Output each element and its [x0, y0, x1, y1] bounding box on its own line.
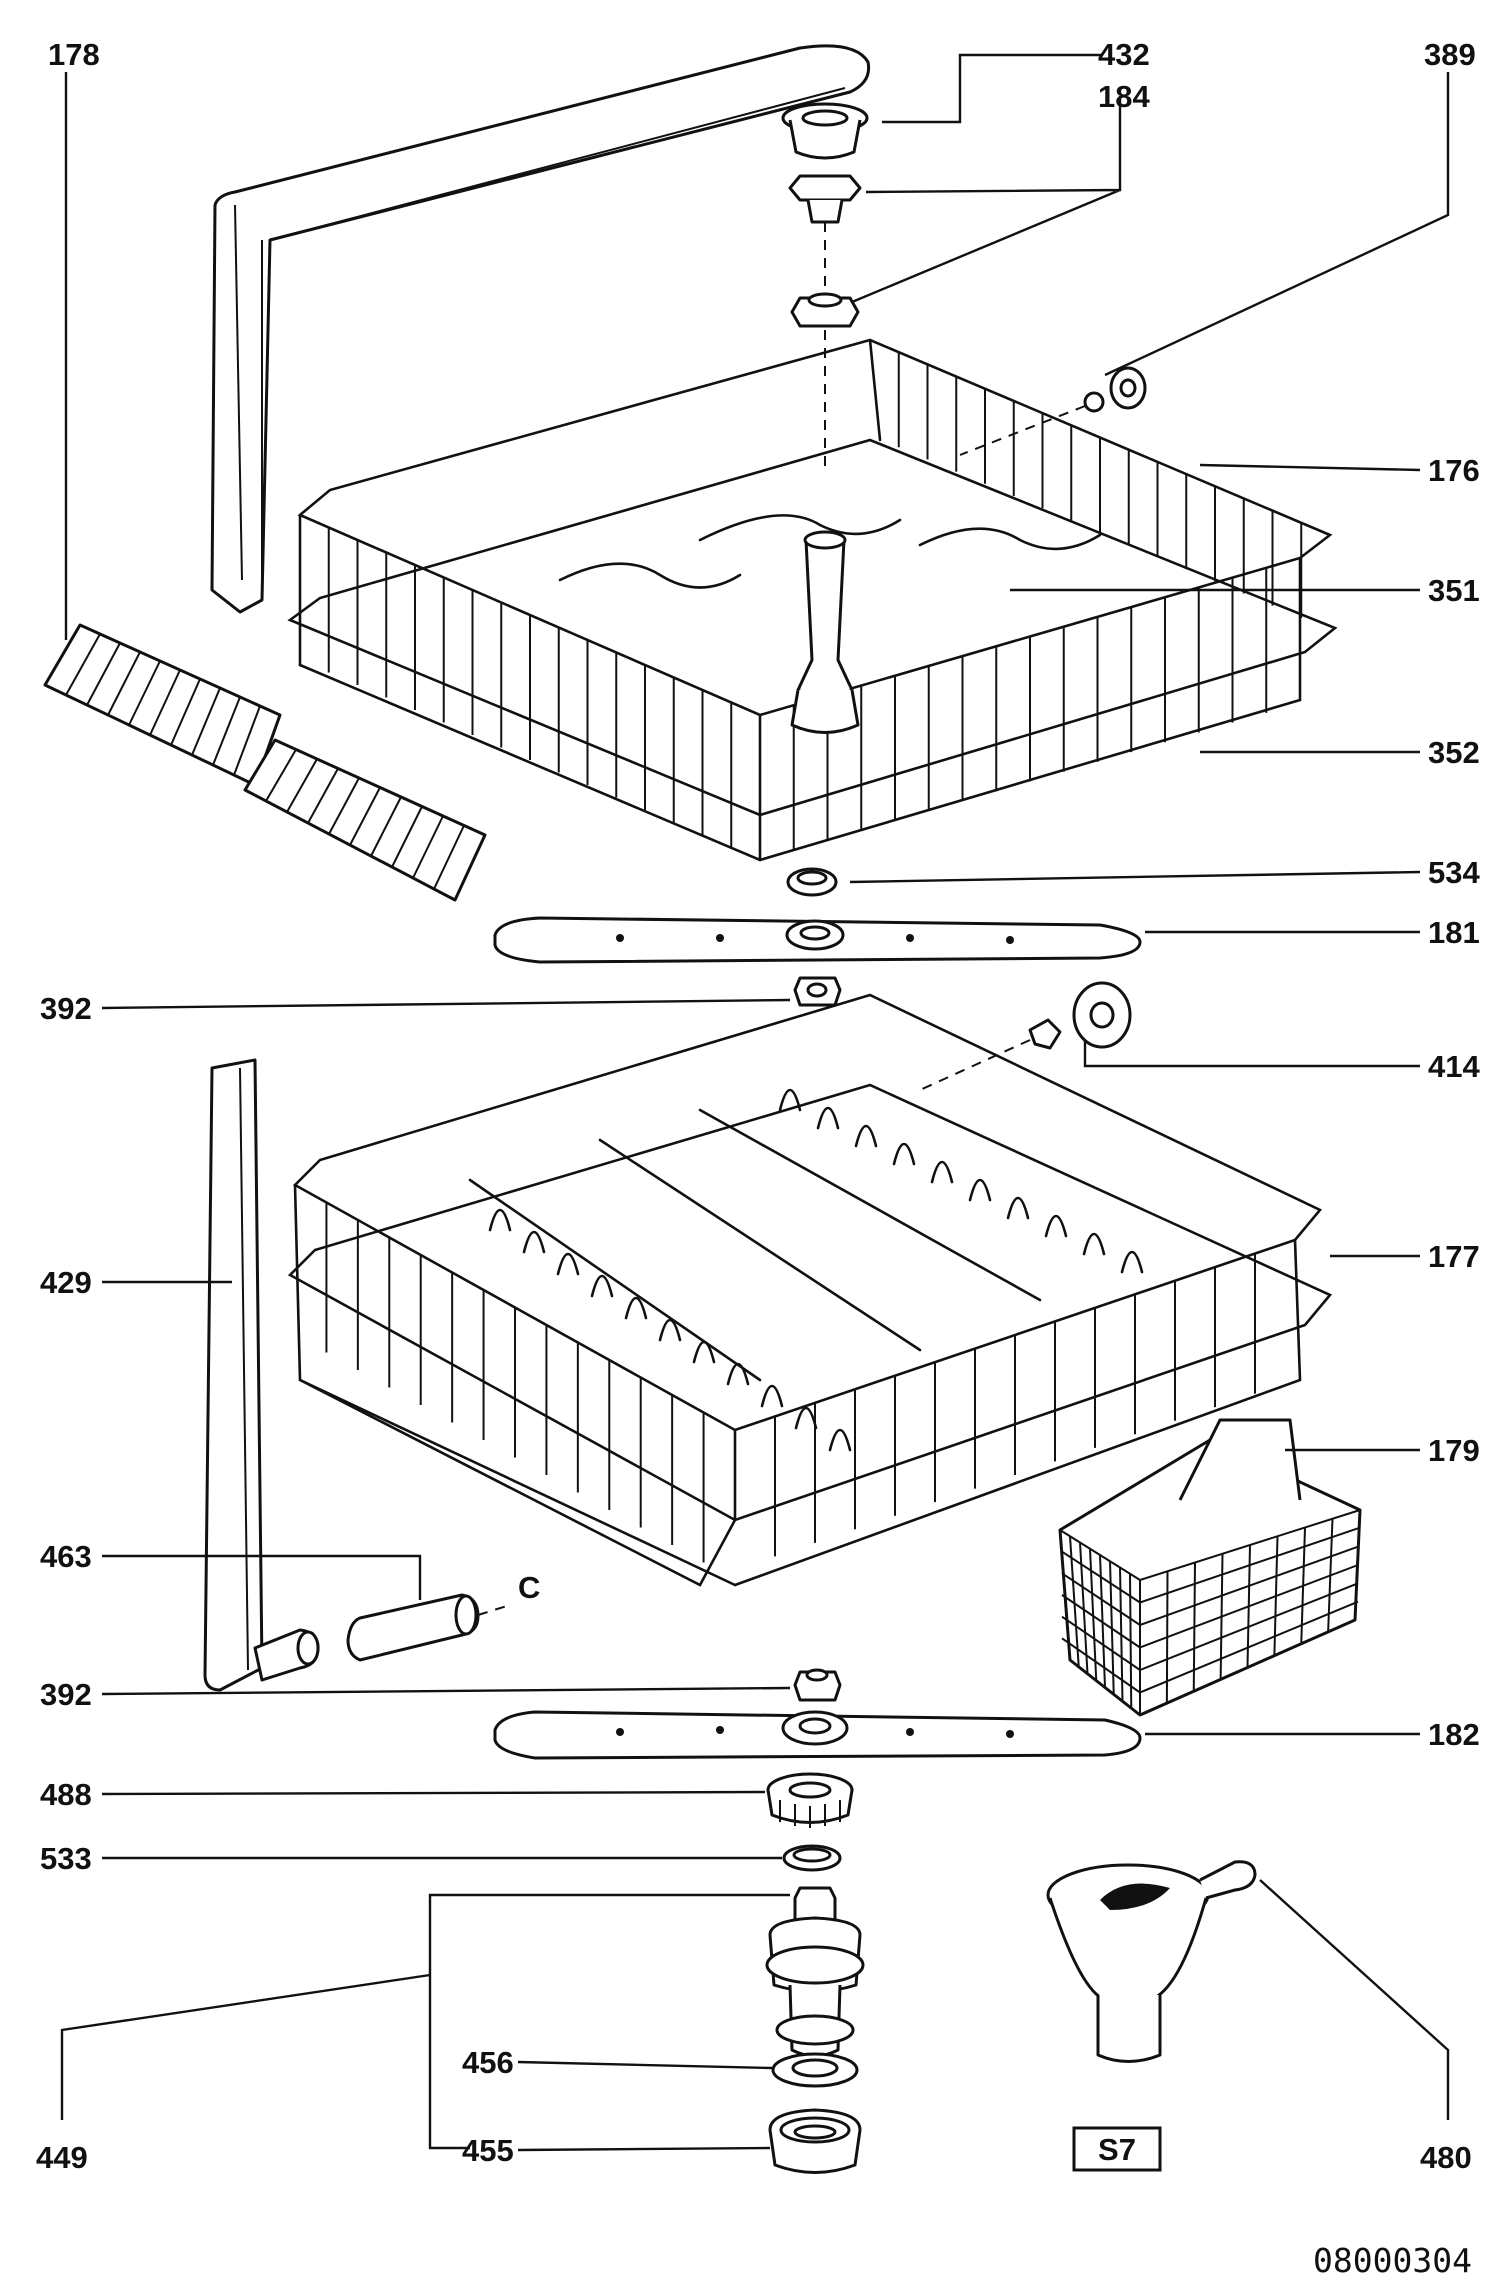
upper-wheel-part	[959, 366, 1147, 456]
wire-segment	[1061, 1572, 1141, 1626]
wire-segment	[191, 687, 221, 756]
connector-392-lower-part	[793, 1668, 842, 1702]
label-414: 414	[1428, 1049, 1480, 1084]
wire-segment	[1139, 1582, 1359, 1671]
wire-segment	[1061, 1615, 1141, 1671]
tine	[794, 1406, 818, 1430]
tine	[488, 1208, 512, 1232]
label-480: 480	[1420, 2140, 1472, 2175]
hub-assembly-part	[765, 1886, 865, 2058]
tine	[1120, 1250, 1144, 1274]
label-456: 456	[462, 2045, 514, 2080]
drawing-number: 08000304	[1313, 2241, 1472, 2280]
wire-segment	[433, 825, 465, 890]
label-182: 182	[1428, 1717, 1480, 1752]
tine	[892, 1142, 916, 1166]
label-463: 463	[40, 1539, 92, 1574]
wire-segment	[170, 678, 201, 746]
label-449: 449	[36, 2140, 88, 2175]
wire-segment	[1061, 1637, 1141, 1694]
label-389: 389	[1424, 37, 1476, 72]
upper-basket-part	[287, 338, 1338, 862]
wire-segment	[149, 669, 181, 736]
label-352: 352	[1428, 735, 1480, 770]
tine	[828, 1428, 852, 1452]
nut-455-part	[768, 2108, 862, 2174]
label-392-lower: 392	[40, 1677, 92, 1712]
label-181: 181	[1428, 915, 1480, 950]
wire-segment	[1139, 1545, 1359, 1626]
wire-segment	[391, 806, 423, 868]
label-177: 177	[1428, 1239, 1480, 1274]
label-178: 178	[48, 37, 100, 72]
label-432: 432	[1098, 37, 1150, 72]
wire-segment	[128, 660, 161, 726]
upper-spray-arm-part	[493, 916, 1142, 964]
label-176: 176	[1428, 453, 1480, 488]
tine	[968, 1178, 992, 1202]
tine	[1082, 1232, 1106, 1256]
tine	[522, 1230, 546, 1254]
wire-segment	[107, 651, 141, 716]
lower-spray-arm-part	[493, 1710, 1142, 1760]
lower-rail-part	[203, 1058, 320, 1692]
tine	[854, 1124, 878, 1148]
label-392-upper: 392	[40, 991, 92, 1026]
label-533: 533	[40, 1841, 92, 1876]
wire-segment	[1061, 1550, 1141, 1604]
tine	[590, 1274, 614, 1298]
label-455: 455	[462, 2133, 514, 2168]
label-488: 488	[40, 1777, 92, 1812]
tine	[624, 1296, 648, 1320]
ring-533-part	[782, 1844, 842, 1872]
wire-segment	[412, 815, 444, 879]
label-184: 184	[1098, 79, 1150, 114]
cup-shelf-part	[43, 623, 487, 902]
washer-456-part	[771, 2052, 859, 2088]
wire-segment	[328, 777, 360, 835]
tine	[1006, 1196, 1030, 1220]
funnel-480-part	[1046, 1860, 1257, 2063]
tine	[760, 1384, 784, 1408]
tine	[930, 1160, 954, 1184]
roller-463-part	[346, 1593, 511, 1662]
wire-segment	[233, 705, 261, 776]
wire-segment	[265, 748, 297, 802]
tine	[658, 1318, 682, 1342]
wire-segment	[212, 696, 241, 766]
wire-segment	[86, 642, 121, 706]
wire-segment	[1139, 1564, 1359, 1649]
label-179: 179	[1428, 1433, 1480, 1468]
tine	[778, 1088, 802, 1112]
tine	[556, 1252, 580, 1276]
cutlery-basket-part	[1058, 1418, 1362, 1717]
spray-connector-parts	[781, 102, 869, 470]
ring-534-part	[786, 867, 838, 897]
wire-segment	[286, 758, 318, 813]
lower-basket-part	[287, 993, 1333, 1587]
wire-segment	[307, 768, 339, 824]
label-429: 429	[40, 1265, 92, 1300]
connector-392-upper-part	[793, 976, 842, 1007]
label-534: 534	[1428, 855, 1480, 890]
leader-lines	[60, 53, 1450, 2152]
label-351: 351	[1428, 573, 1480, 608]
tine	[726, 1362, 750, 1386]
wire-segment	[370, 796, 402, 857]
part-labels: 178 432 184 389 176 351 352 534 181 392 …	[36, 37, 1480, 2175]
wire-segment	[349, 787, 381, 846]
section-code: S7	[1098, 2132, 1136, 2167]
section-code-box: S7	[1072, 2126, 1162, 2172]
upper-rail-part	[210, 44, 871, 614]
wire-segment	[65, 633, 101, 696]
wire-segment	[1061, 1594, 1141, 1649]
wire-segment	[1139, 1600, 1359, 1694]
wire-segment	[1139, 1527, 1359, 1604]
label-c: C	[518, 1570, 540, 1605]
tine	[1044, 1214, 1068, 1238]
nut-488-part	[766, 1772, 854, 1828]
lower-wheel-part	[919, 981, 1132, 1091]
tine	[816, 1106, 840, 1130]
